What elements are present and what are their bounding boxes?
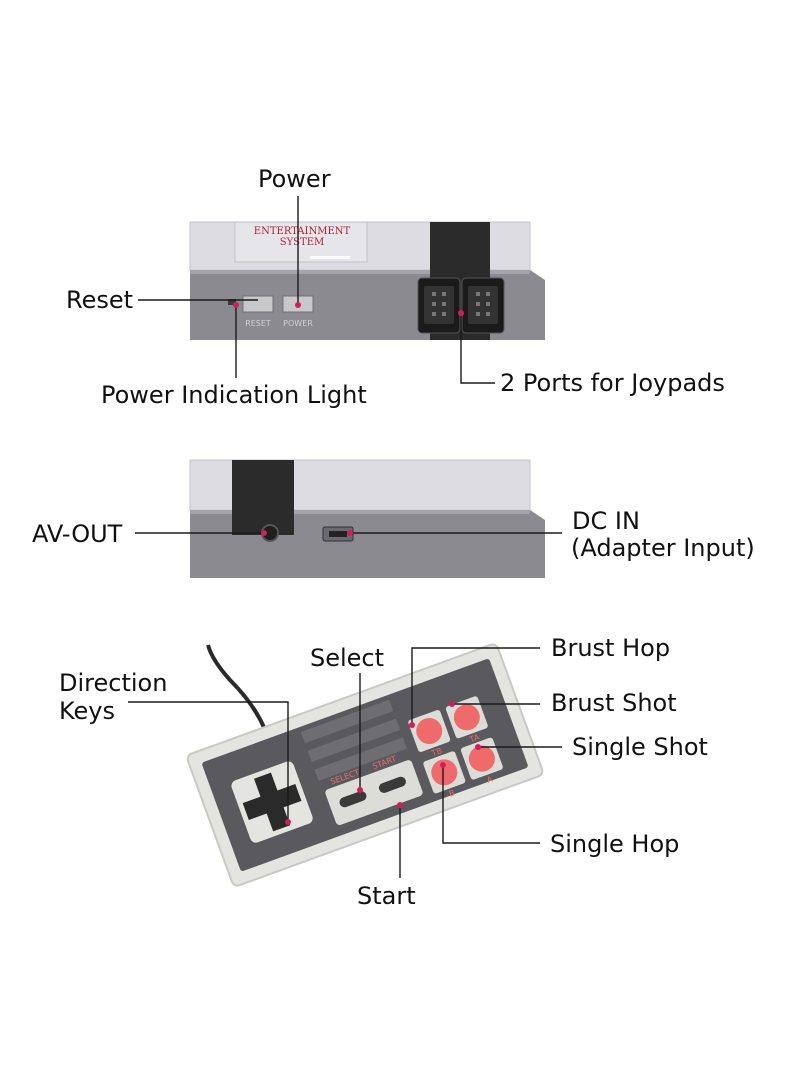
label-single-hop: Single Hop (550, 830, 680, 858)
label-brust-hop: Brust Hop (551, 634, 671, 662)
reset-caption: RESET (245, 319, 271, 328)
stripe-1 (300, 699, 394, 744)
select-button[interactable] (338, 790, 368, 809)
start-dot (397, 802, 403, 808)
reset-button[interactable] (242, 295, 274, 313)
label-joypad-ports: 2 Ports for Joypads (500, 369, 725, 397)
label-dc-in-line1: DC IN (572, 507, 640, 535)
console-back (189, 459, 545, 578)
select-start-base (325, 760, 423, 826)
brust-hop-dot (409, 722, 415, 728)
power-indicator-light (228, 299, 236, 305)
joypad-ports-dot (458, 310, 464, 316)
brust-hop-leader (411, 647, 540, 725)
label-power-indication-light: Power Indication Light (101, 381, 367, 409)
direction-keys-leader (128, 701, 289, 822)
dc-in-dot (347, 530, 353, 536)
label-brust-shot: Brust Shot (551, 689, 677, 717)
console-edge (190, 270, 530, 274)
port-pins (432, 292, 490, 316)
b-button[interactable] (428, 756, 461, 789)
console-slot (310, 256, 350, 259)
controller: SELECT START TB TA B A (186, 643, 544, 887)
label-power: Power (258, 165, 331, 193)
controller-body: SELECT START TB TA B A (186, 643, 544, 887)
console-label-area (234, 221, 368, 263)
back-port-block (232, 460, 294, 535)
b-caption: B (448, 788, 456, 798)
label-direction-line2: Keys (59, 697, 116, 725)
power-light-dot (233, 302, 239, 308)
label-av-out: AV-OUT (32, 520, 123, 548)
single-shot-dot (475, 744, 481, 750)
pointer-dots (233, 302, 481, 825)
start-button[interactable] (378, 775, 408, 794)
av-out-dot (261, 530, 267, 536)
a-button[interactable] (465, 742, 498, 775)
joypad-port-2-inner (468, 286, 498, 324)
single-hop-dot (440, 762, 446, 768)
brand-text-line1: ENTERTAINMENT (254, 226, 351, 237)
stripe-3 (314, 737, 407, 781)
direction-keys-dot (285, 819, 291, 825)
label-direction-line1: Direction (59, 669, 168, 697)
label-select: Select (310, 644, 385, 672)
brust-shot-dot (449, 701, 455, 707)
label-single-shot: Single Shot (572, 733, 708, 761)
label-start: Start (357, 882, 416, 910)
label-reset: Reset (66, 286, 134, 314)
power-dot (295, 302, 301, 308)
single-hop-leader (442, 765, 540, 844)
tb-button[interactable] (413, 714, 446, 747)
brand-text-line2: SYSTEM (280, 237, 325, 248)
joypad-port-1-inner (424, 286, 454, 324)
power-caption: POWER (283, 319, 313, 328)
label-dc-in-line2: (Adapter Input) (571, 534, 755, 562)
dpad-horizontal[interactable] (242, 783, 302, 821)
console-back-edge (190, 510, 530, 514)
ta-button[interactable] (450, 701, 483, 734)
console-front: ENTERTAINMENT SYSTEM RESET POWER (189, 221, 545, 340)
dc-in-port-slot (329, 531, 347, 537)
ta-caption: TA (467, 732, 481, 744)
select-dot (357, 787, 363, 793)
leader-lines (128, 196, 562, 878)
tb-caption: TB (430, 746, 444, 758)
joypad-ports-leader (460, 313, 495, 384)
stripe-2 (307, 718, 401, 763)
a-caption: A (485, 774, 494, 785)
